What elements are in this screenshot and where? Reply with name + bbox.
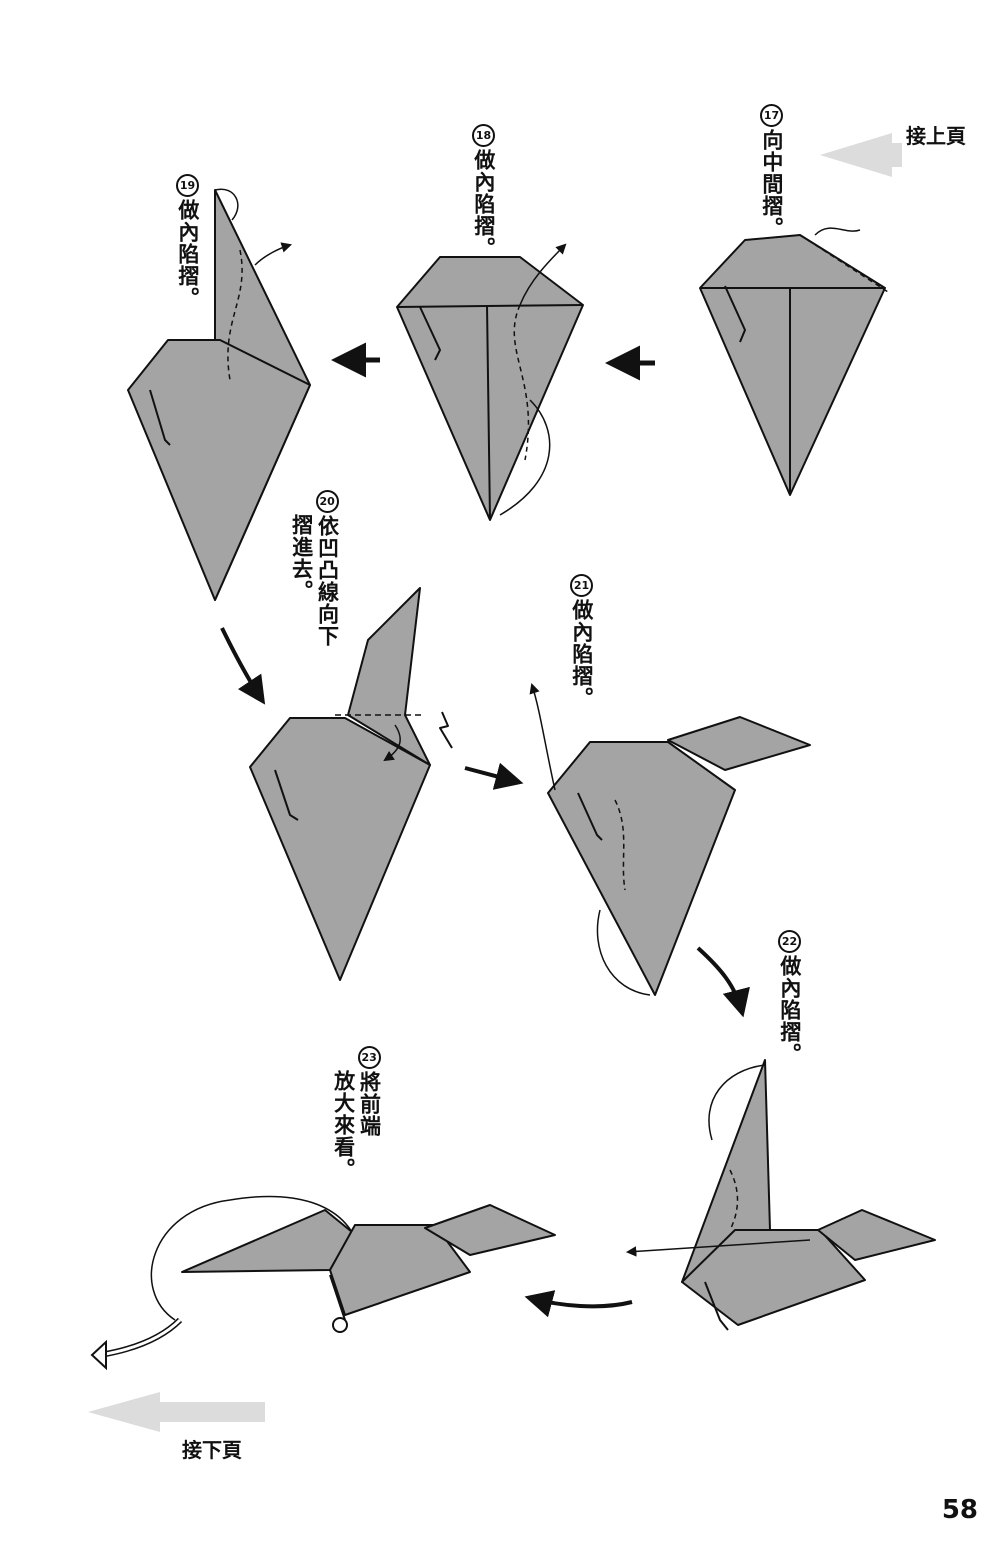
step-20-figure	[249, 587, 453, 981]
page-number: 58	[941, 1495, 978, 1525]
step-18-figure	[396, 243, 584, 521]
next-page-arrow-icon[interactable]	[88, 1392, 265, 1432]
step-arrow-icon	[696, 946, 750, 1018]
step-number: 20	[315, 490, 339, 513]
step-23-figure	[150, 1195, 556, 1333]
step-arrow-icon	[524, 1290, 633, 1318]
step-number: 18	[472, 124, 495, 147]
prev-page-label[interactable]: 接上頁	[906, 124, 966, 148]
prev-page-arrow-icon[interactable]	[820, 133, 902, 177]
step-21-figure	[529, 682, 811, 996]
step-17-label: 17 向中間摺。	[759, 104, 784, 239]
step-20-label: 20 依凹凸線向下 摺進去。	[289, 490, 340, 647]
step-arrow-icon	[464, 762, 524, 790]
step-22-figure	[625, 1059, 936, 1331]
step-number: 22	[778, 930, 801, 953]
next-page-label[interactable]: 接下頁	[182, 1438, 242, 1462]
step-18-label: 18 做內陷摺。	[471, 124, 496, 259]
step-19-label: 19 做內陷摺。	[175, 174, 200, 309]
step-instruction: 做內陷摺。	[777, 955, 802, 1065]
step-22-label: 22 做內陷摺。	[777, 930, 802, 1065]
step-19-figure	[127, 188, 311, 601]
step-instruction: 依凹凸線向下	[315, 515, 340, 647]
step-instruction-line-2: 摺進去。	[289, 514, 314, 602]
step-instruction: 將前端	[357, 1071, 382, 1137]
step-instruction: 做內陷摺。	[569, 599, 594, 709]
step-instruction: 向中間摺。	[759, 129, 784, 239]
step-number: 21	[570, 574, 593, 597]
step-instruction: 做內陷摺。	[175, 199, 200, 309]
step-number: 23	[357, 1046, 381, 1069]
step-21-label: 21 做內陷摺。	[569, 574, 594, 709]
step-arrow-icon	[220, 627, 266, 705]
step-instruction-line-2: 放大來看。	[331, 1070, 356, 1180]
zoom-arrow-icon	[90, 1317, 183, 1371]
step-number: 19	[176, 174, 199, 197]
step-instruction: 做內陷摺。	[471, 149, 496, 259]
step-17-figure	[699, 227, 889, 496]
step-number: 17	[760, 104, 783, 127]
step-23-label: 23 將前端 放大來看。	[331, 1046, 382, 1185]
